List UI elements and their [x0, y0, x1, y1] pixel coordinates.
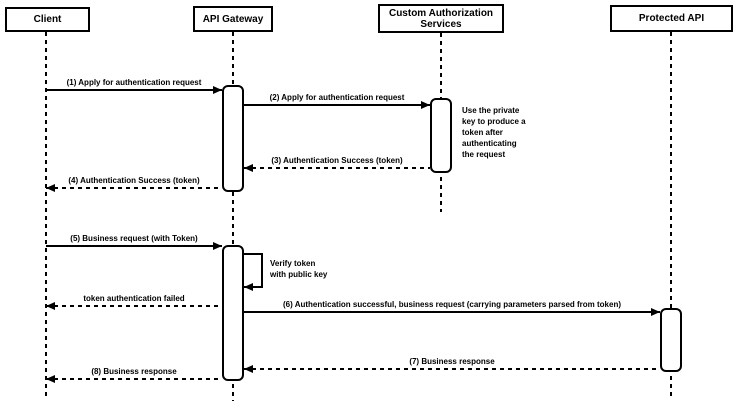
message-label: (3) Authentication Success (token)	[271, 156, 403, 165]
note-private-key: Use the private key to produce a token a…	[462, 105, 526, 160]
note-line: key to produce a	[462, 117, 526, 126]
participant-label: Custom Authorization Services	[388, 7, 494, 30]
participant-label: API Gateway	[202, 13, 264, 25]
message-label: (1) Apply for authentication request	[66, 78, 202, 87]
arrowhead-icon	[421, 101, 430, 109]
self-message-verify-token: Verify token with public key	[244, 253, 327, 291]
activation-custom-authorization-services	[430, 98, 452, 173]
message-label: (7) Business response	[409, 357, 495, 366]
arrowhead-icon	[46, 375, 55, 383]
self-message-line	[244, 286, 263, 288]
arrowhead-icon	[244, 164, 253, 172]
message-line	[244, 368, 660, 370]
note-line: the request	[462, 150, 506, 159]
arrowhead-icon	[244, 365, 253, 373]
lifeline-client	[45, 32, 47, 398]
participant-api-gateway: API Gateway	[193, 6, 273, 32]
note-line: token after	[462, 128, 503, 137]
self-message-label-line: Verify token	[270, 259, 316, 268]
message-line	[244, 167, 430, 169]
message-line	[46, 89, 222, 91]
message-label: token authentication failed	[83, 294, 185, 303]
self-message-label: Verify token with public key	[270, 258, 327, 280]
participant-protected-api: Protected API	[610, 5, 733, 32]
message-line	[244, 311, 660, 313]
self-message-line	[244, 253, 263, 255]
participant-label: Protected API	[638, 13, 705, 24]
message-label: (5) Business request (with Token)	[70, 234, 198, 243]
message-label: (6) Authentication successful, business …	[282, 300, 622, 309]
lifeline-protected-api	[670, 32, 672, 396]
self-message-line	[261, 253, 263, 288]
message-label: (8) Business response	[91, 367, 177, 376]
message-line	[46, 378, 222, 380]
participant-client: Client	[5, 7, 90, 32]
message-label: (4) Authentication Success (token)	[68, 176, 200, 185]
activation-api-gateway-2	[222, 245, 244, 381]
participant-custom-authorization-services: Custom Authorization Services	[378, 4, 504, 33]
message-line	[46, 187, 222, 189]
participant-label: Client	[33, 14, 62, 25]
self-message-label-line: with public key	[270, 270, 328, 279]
arrowhead-icon	[651, 308, 660, 316]
arrowhead-icon	[244, 283, 253, 291]
message-line	[46, 245, 222, 247]
arrowhead-icon	[46, 302, 55, 310]
arrowhead-icon	[46, 184, 55, 192]
message-line	[244, 104, 430, 106]
activation-protected-api	[660, 308, 682, 372]
message-line	[46, 305, 222, 307]
activation-api-gateway-1	[222, 85, 244, 192]
arrowhead-icon	[213, 242, 222, 250]
note-line: authenticating	[462, 139, 517, 148]
note-line: Use the private	[462, 106, 520, 115]
lifeline-api-gateway	[232, 32, 234, 401]
message-label: (2) Apply for authentication request	[269, 93, 405, 102]
arrowhead-icon	[213, 86, 222, 94]
